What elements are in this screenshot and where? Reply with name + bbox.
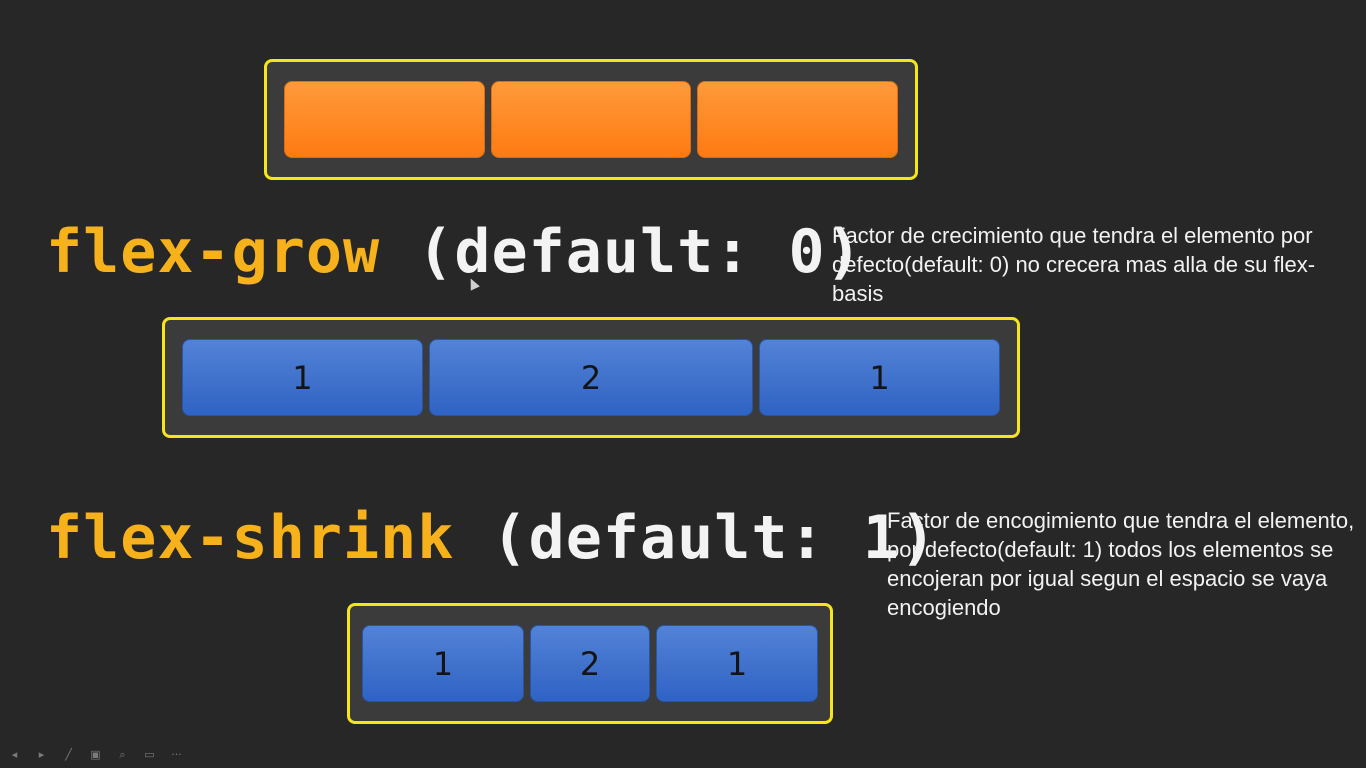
- subtitles-icon[interactable]: ▭: [144, 748, 155, 761]
- flex-grow-default: (default: 0): [417, 217, 863, 287]
- flex-grow-heading: flex-grow (default: 0): [46, 222, 863, 282]
- flex-container-top: [264, 59, 918, 180]
- shrink-item-1: 1: [362, 625, 524, 702]
- flex-shrink-container: 1 2 1: [347, 603, 833, 724]
- pen-icon[interactable]: ╱: [65, 748, 72, 761]
- zoom-icon[interactable]: ⌕: [119, 748, 126, 761]
- orange-flex-item-2: [490, 81, 692, 158]
- flex-grow-description: Factor de crecimiento que tendra el elem…: [832, 223, 1316, 306]
- flex-shrink-property: flex-shrink: [46, 503, 455, 573]
- grow-item-2: 2: [428, 339, 754, 416]
- flex-shrink-default: (default: 1): [491, 503, 937, 573]
- more-icon[interactable]: ···: [171, 748, 182, 761]
- flex-grow-container: 1 2 1: [162, 317, 1020, 438]
- presentation-toolbar: ◂ ▸ ╱ ▣ ⌕ ▭ ···: [6, 748, 185, 762]
- flex-shrink-heading: flex-shrink (default: 1): [46, 508, 937, 568]
- prev-icon[interactable]: ◂: [11, 748, 18, 761]
- grow-item-1: 1: [182, 339, 423, 416]
- shrink-item-3: 1: [656, 625, 818, 702]
- flex-grow-property: flex-grow: [46, 217, 381, 287]
- grow-item-3: 1: [759, 339, 1001, 416]
- orange-flex-item-3: [697, 81, 899, 158]
- next-icon[interactable]: ▸: [38, 748, 45, 761]
- flex-shrink-description: Factor de encogimiento que tendra el ele…: [887, 508, 1355, 620]
- shrink-item-2: 2: [529, 625, 651, 702]
- slides-icon[interactable]: ▣: [90, 748, 101, 761]
- orange-flex-item-1: [284, 81, 485, 158]
